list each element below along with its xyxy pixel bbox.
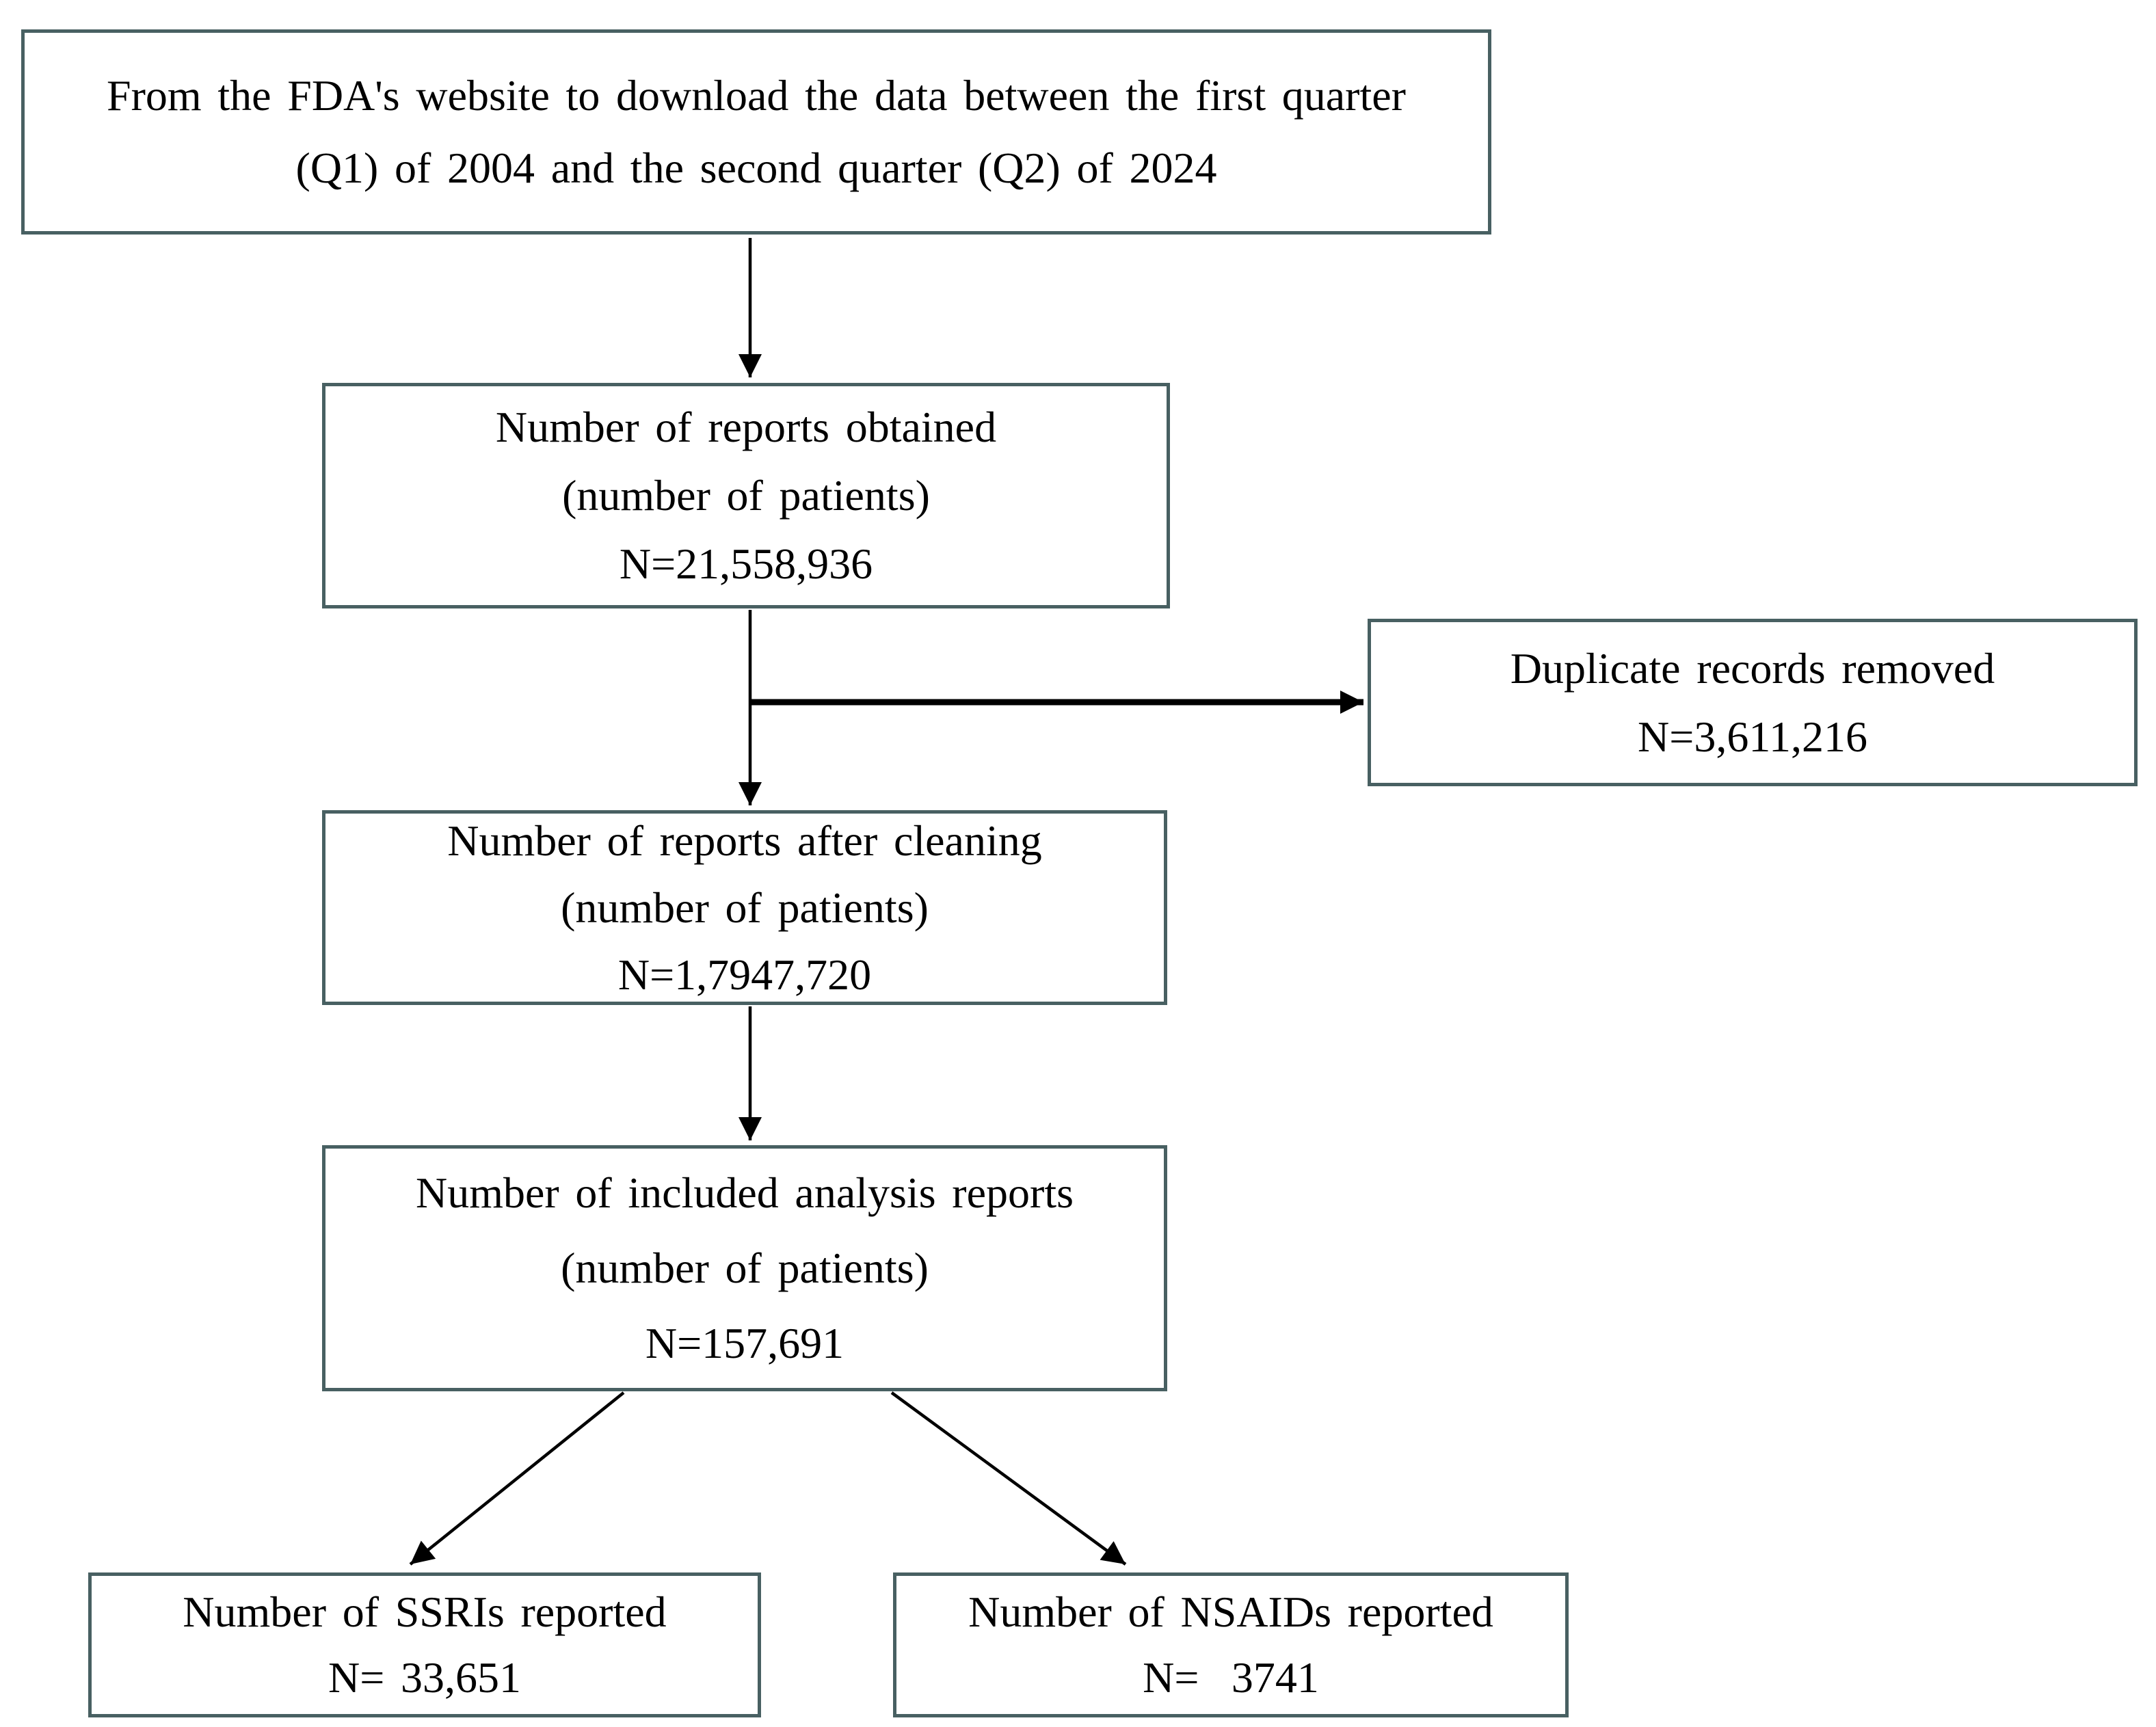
box-line: Number of NSAIDs reported — [968, 1588, 1493, 1636]
arrow-included-to-ssri — [409, 1391, 625, 1566]
box-count: N= 3741 — [1143, 1653, 1319, 1702]
box-count: N=21,558,936 — [619, 539, 873, 588]
arrow-included-to-nsaid — [890, 1391, 1127, 1566]
box-line: (number of patients) — [561, 883, 929, 932]
box-nsaid-reported: Number of NSAIDs reported N= 3741 — [893, 1572, 1569, 1717]
box-count: N=3,611,216 — [1638, 712, 1867, 761]
box-included-analysis-reports: Number of included analysis reports (num… — [322, 1145, 1167, 1391]
box-reports-after-cleaning: Number of reports after cleaning (number… — [322, 810, 1167, 1005]
box-line: Number of reports obtained — [495, 403, 997, 451]
box-count: N= 33,651 — [328, 1653, 521, 1702]
box-line: Number of reports after cleaning — [447, 816, 1042, 865]
box-reports-obtained: Number of reports obtained (number of pa… — [322, 383, 1170, 608]
box-line: Number of SSRIs reported — [183, 1588, 667, 1636]
box-line: From the FDA's website to download the d… — [106, 71, 1406, 120]
box-line: (Q1) of 2004 and the second quarter (Q2)… — [295, 144, 1217, 192]
box-line: (number of patients) — [562, 471, 930, 520]
box-ssri-reported: Number of SSRIs reported N= 33,651 — [88, 1572, 761, 1717]
box-line: Duplicate records removed — [1510, 643, 1995, 693]
box-count: N=1,7947,720 — [617, 950, 872, 999]
box-line: (number of patients) — [561, 1244, 929, 1292]
box-line: Number of included analysis reports — [415, 1168, 1074, 1217]
box-duplicate-records-removed: Duplicate records removed N=3,611,216 — [1368, 619, 2138, 786]
box-data-source: From the FDA's website to download the d… — [21, 29, 1491, 235]
box-count: N=157,691 — [645, 1319, 844, 1367]
